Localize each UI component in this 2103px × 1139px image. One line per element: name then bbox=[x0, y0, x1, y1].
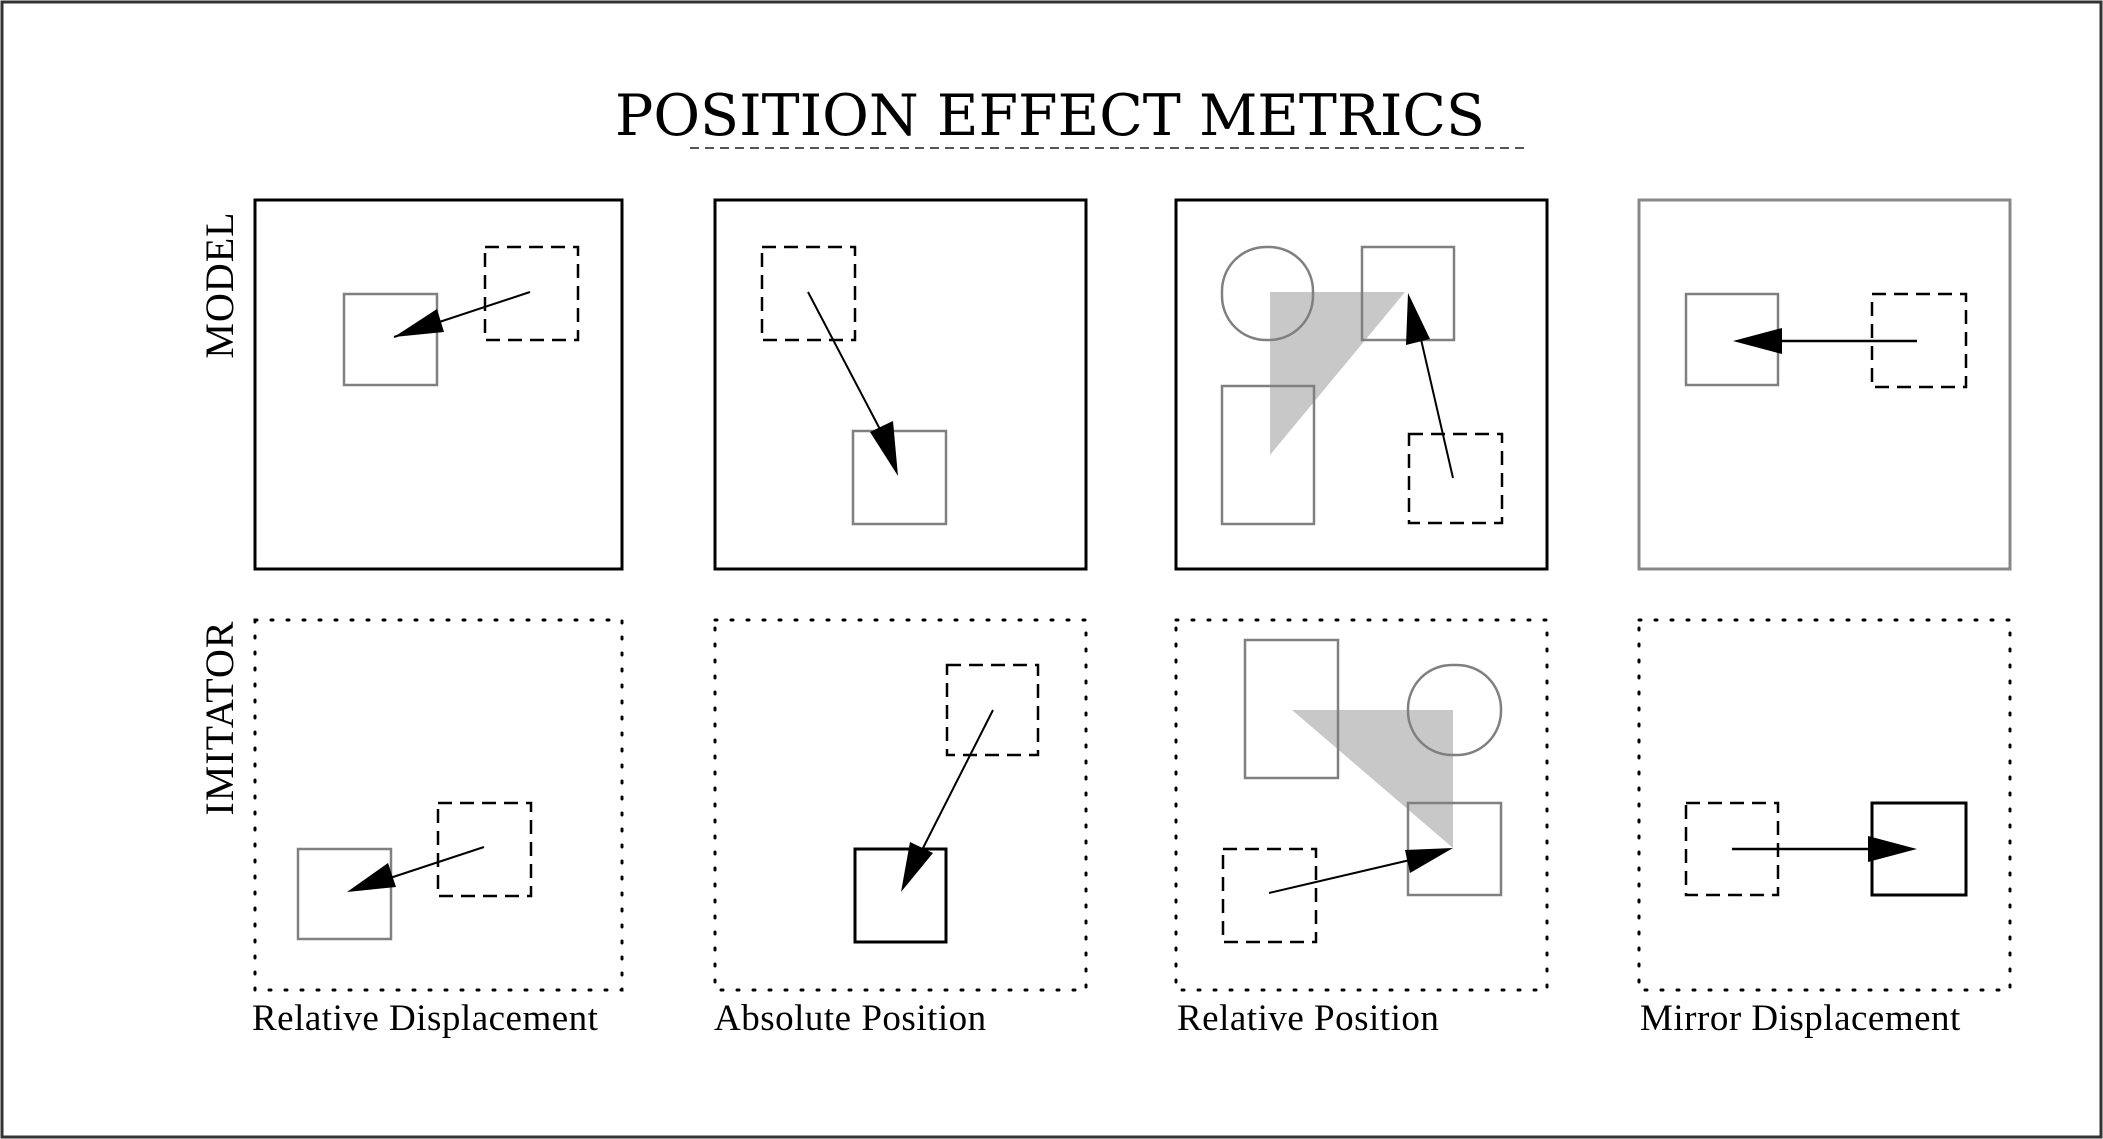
imitator-frame bbox=[713, 618, 1088, 992]
displacement-arrow bbox=[807, 291, 884, 436]
displacement-arrow bbox=[1419, 334, 1454, 479]
panel-relative-position: Relative Position bbox=[1174, 198, 1549, 1039]
circle-object bbox=[1406, 663, 1503, 757]
start-square bbox=[436, 801, 533, 898]
arrowhead bbox=[347, 863, 396, 892]
caption-relative-position: Relative Position bbox=[1177, 998, 1439, 1039]
start-square bbox=[945, 663, 1040, 757]
start-square bbox=[760, 245, 857, 342]
end-square bbox=[342, 292, 439, 387]
end-square bbox=[296, 847, 393, 941]
circle-object bbox=[1220, 245, 1315, 342]
model-frame bbox=[1174, 198, 1549, 571]
arrowhead bbox=[1405, 848, 1453, 873]
imitator-frame bbox=[1637, 618, 2012, 992]
arrowhead bbox=[870, 421, 898, 476]
start-square bbox=[1407, 432, 1504, 525]
displacement-arrow bbox=[389, 846, 485, 879]
rectangle-object bbox=[1243, 638, 1340, 780]
start-square bbox=[483, 245, 580, 342]
caption-absolute-position: Absolute Position bbox=[714, 998, 987, 1039]
imitator-frame bbox=[1174, 618, 1549, 992]
model-frame bbox=[253, 198, 624, 571]
start-square bbox=[1221, 847, 1318, 944]
arrowhead bbox=[1406, 293, 1430, 345]
reference-triangle bbox=[1270, 292, 1405, 455]
panel-mirror-displacement: Mirror Displacement bbox=[1637, 198, 2012, 1039]
caption-mirror-displacement: Mirror Displacement bbox=[1640, 998, 1961, 1039]
caption-relative-displacement: Relative Displacement bbox=[252, 998, 599, 1039]
arrowhead bbox=[1868, 836, 1917, 862]
model-frame bbox=[1637, 198, 2012, 571]
displacement-arrow bbox=[921, 709, 994, 851]
end-square bbox=[853, 847, 948, 944]
arrowhead bbox=[901, 842, 933, 892]
end-square bbox=[1406, 801, 1503, 897]
model-frame bbox=[713, 198, 1088, 571]
rectangle-object bbox=[1220, 384, 1316, 526]
diagram-title: POSITION EFFECT METRICS bbox=[615, 83, 1485, 149]
panel-relative-displacement: Relative Displacement bbox=[252, 198, 624, 1039]
row-label-imitator: IMITATOR bbox=[197, 620, 242, 815]
arrowhead bbox=[394, 309, 444, 337]
start-square bbox=[1870, 292, 1968, 389]
displacement-arrow bbox=[1268, 859, 1411, 894]
reference-triangle bbox=[1292, 710, 1453, 848]
row-label-model: MODEL bbox=[197, 211, 242, 358]
end-square bbox=[851, 429, 948, 526]
panel-absolute-position: Absolute Position bbox=[713, 198, 1088, 1039]
arrowhead bbox=[1733, 328, 1782, 354]
